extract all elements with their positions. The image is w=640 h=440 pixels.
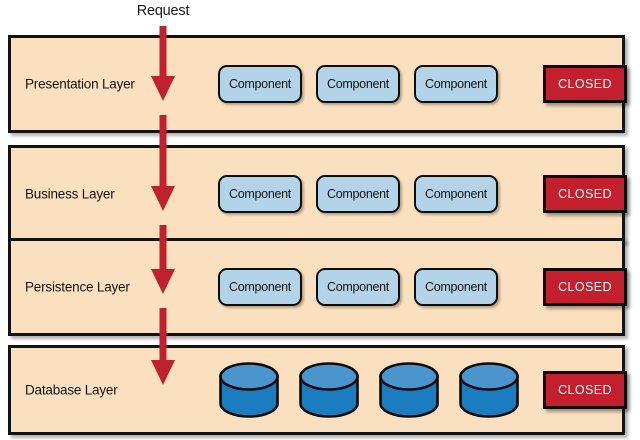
component-box[interactable]: Component [316, 175, 400, 213]
database-cylinder-icon[interactable] [378, 362, 440, 418]
component-box[interactable]: Component [218, 268, 302, 306]
database-cylinder-icon[interactable] [218, 362, 280, 418]
layer-label-business: Business Layer [25, 186, 115, 202]
component-box[interactable]: Component [218, 65, 302, 103]
component-box[interactable]: Component [218, 175, 302, 213]
closed-badge: CLOSED [543, 371, 627, 409]
component-box[interactable]: Component [414, 175, 498, 213]
layer-label-persistence: Persistence Layer [25, 279, 130, 295]
layer-database: Database Layer CLOSED [8, 345, 627, 435]
component-box[interactable]: Component [316, 65, 400, 103]
closed-badge: CLOSED [543, 65, 627, 103]
layer-persistence: Persistence Layer Component Component Co… [8, 238, 627, 336]
layer-label-presentation: Presentation Layer [25, 76, 135, 92]
layer-label-database: Database Layer [25, 382, 118, 398]
component-box[interactable]: Component [414, 65, 498, 103]
request-label: Request [136, 3, 190, 19]
database-cylinder-icon[interactable] [298, 362, 360, 418]
component-box[interactable]: Component [316, 268, 400, 306]
layer-presentation: Presentation Layer Component Component C… [8, 35, 627, 133]
closed-badge: CLOSED [543, 175, 627, 213]
layer-business: Business Layer Component Component Compo… [8, 145, 627, 243]
component-box[interactable]: Component [414, 268, 498, 306]
database-cylinder-icon[interactable] [458, 362, 520, 418]
closed-badge: CLOSED [543, 268, 627, 306]
